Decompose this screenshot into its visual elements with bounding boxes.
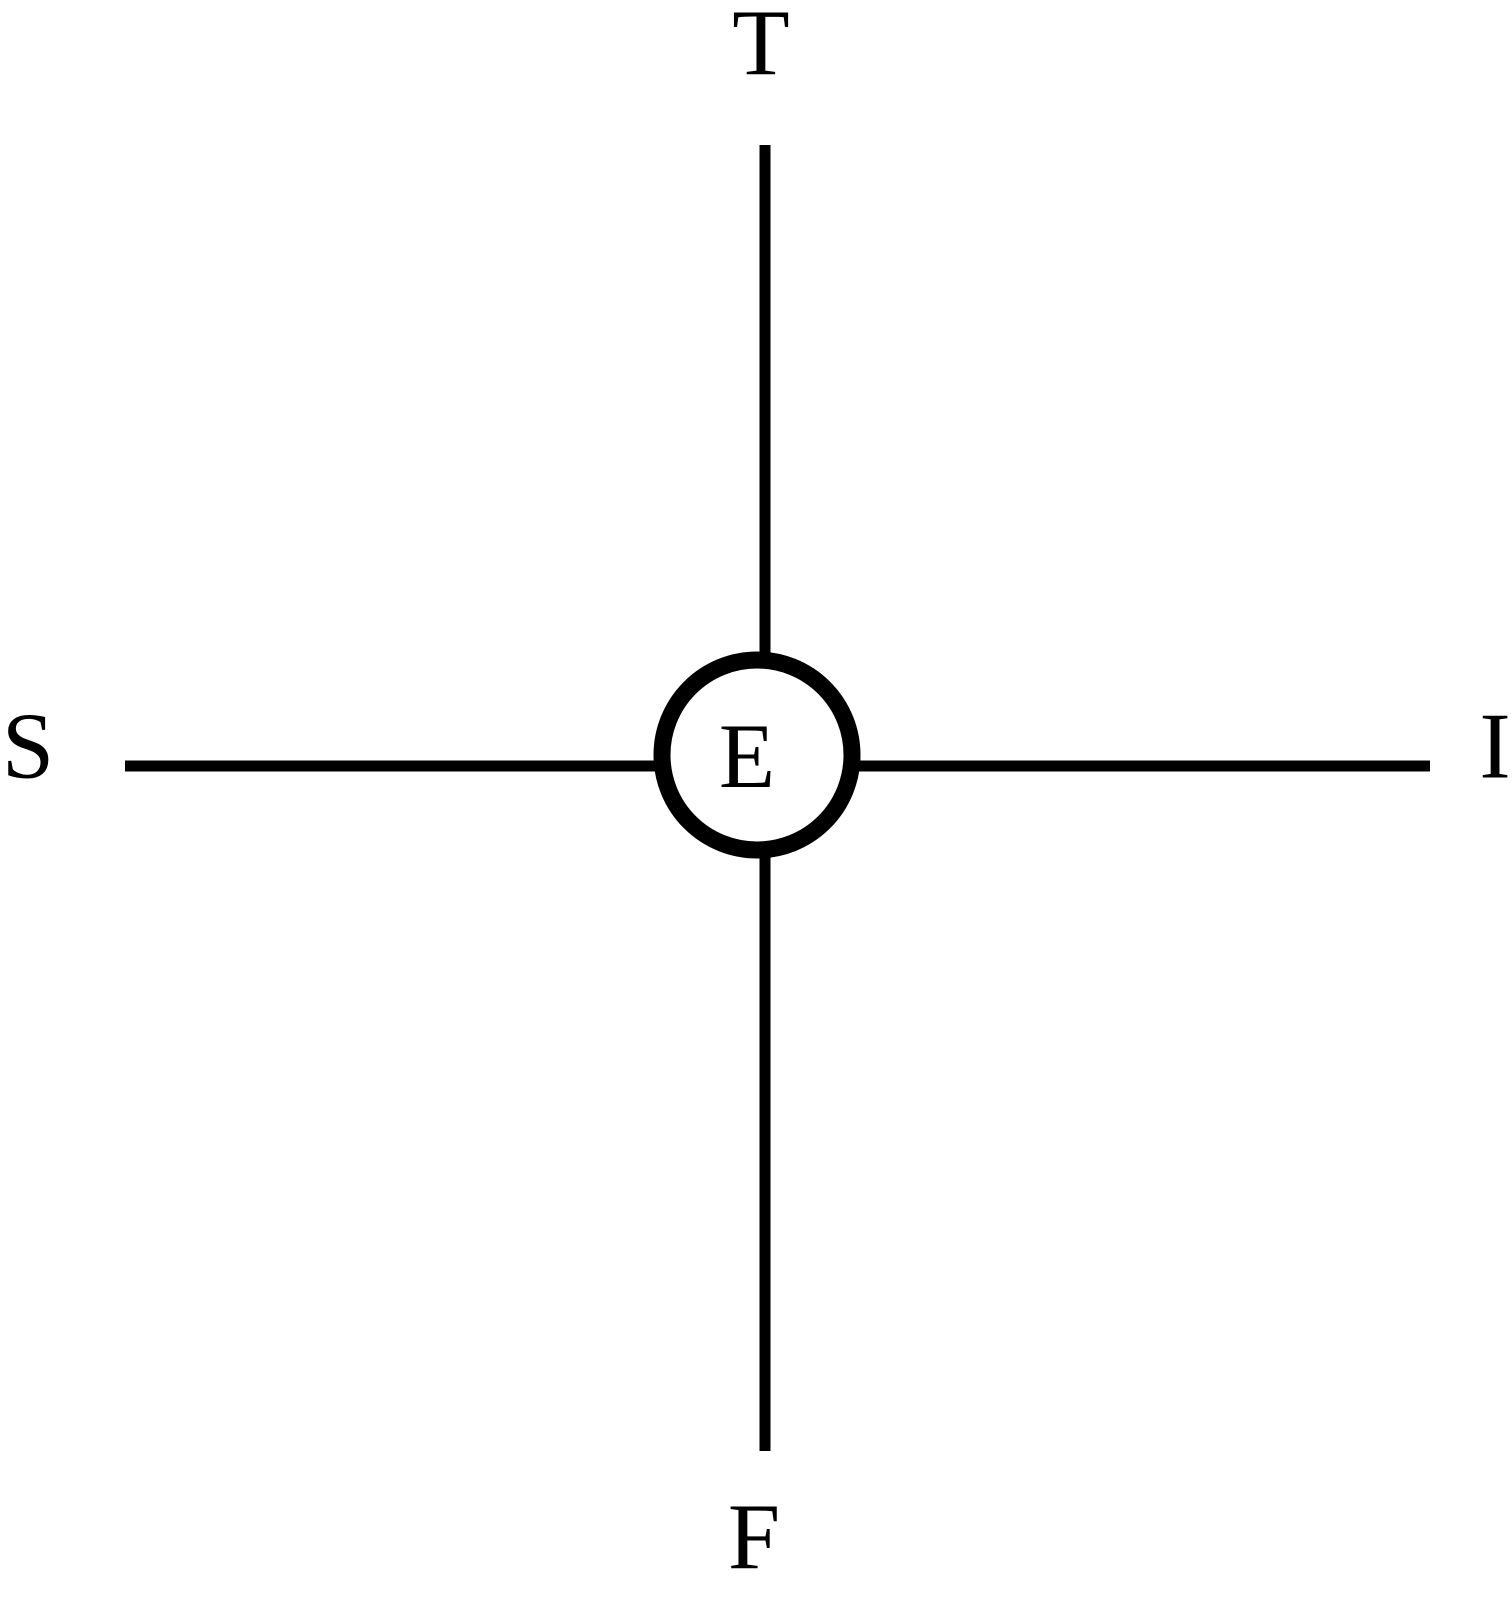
pole-label-right: I xyxy=(1479,695,1510,799)
pole-label-bottom: F xyxy=(728,1486,780,1590)
center-label: E xyxy=(719,705,775,807)
pole-label-top: T xyxy=(732,0,789,96)
pole-label-left: S xyxy=(2,695,54,799)
center-circle xyxy=(653,651,861,859)
